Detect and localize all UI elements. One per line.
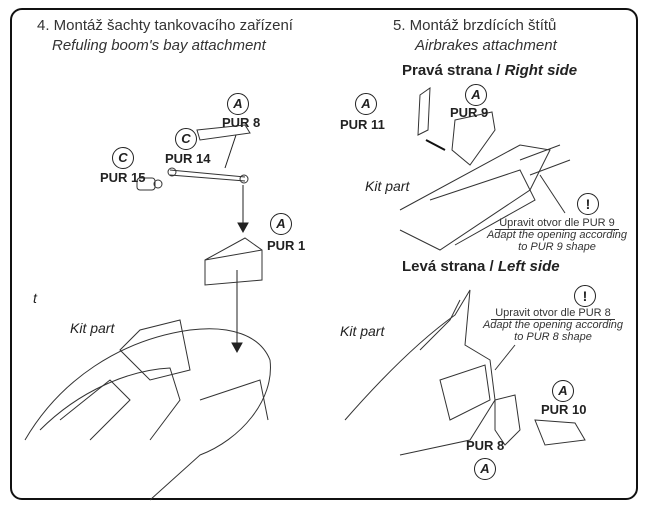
leader-line-right <box>539 174 566 214</box>
badge-a-icon: A <box>270 213 292 235</box>
edge-fragment: t <box>33 290 37 306</box>
heading-cz: Pravá strana / <box>402 62 501 79</box>
part-pur1-drawing <box>204 237 263 286</box>
note-en: to PUR 8 shape <box>514 331 592 343</box>
step5-subtitle: Airbrakes attachment <box>415 37 557 54</box>
note-cz: Upravit otvor dle PUR 9 <box>495 217 619 230</box>
part-label-pur1: PUR 1 <box>267 238 306 253</box>
left-side-heading: Levá strana / Left side <box>402 258 560 275</box>
kit-aircraft-left <box>24 319 271 501</box>
warning-icon: ! <box>574 285 596 307</box>
part-pur8-airbrake-drawing <box>494 394 521 446</box>
heading-cz: Levá strana / <box>402 258 494 275</box>
part-label-pur8: PUR 8 <box>222 115 261 130</box>
kit-aircraft-right <box>399 144 571 251</box>
badge-a-icon: A <box>227 93 249 115</box>
badge-a-icon: A <box>465 84 487 106</box>
badge-a-icon: A <box>355 93 377 115</box>
leader-line-left <box>494 344 516 371</box>
part-label-pur8: PUR 8 <box>466 438 505 453</box>
assembly-arrows <box>224 134 249 354</box>
part-label-pur9: PUR 9 <box>450 105 489 120</box>
kit-aircraft-left-side <box>344 289 496 456</box>
left-note: Upravit otvor dle PUR 8 Adapt the openin… <box>478 307 628 343</box>
heading-en: Left side <box>497 258 560 275</box>
heading-en: Right side <box>504 62 578 79</box>
badge-a-icon: A <box>552 380 574 402</box>
note-en: to PUR 9 shape <box>518 241 596 253</box>
part-pur9-drawing <box>451 111 496 166</box>
part-pur15-drawing <box>136 177 163 191</box>
step5-title: 5. Montáž brzdících štítů <box>393 17 557 34</box>
part-label-pur10: PUR 10 <box>541 402 587 417</box>
part-label-pur14: PUR 14 <box>165 151 211 166</box>
warning-icon: ! <box>577 193 599 215</box>
note-cz: Upravit otvor dle PUR 8 <box>491 307 615 320</box>
note-en: Adapt the opening according <box>482 319 624 331</box>
badge-a-icon: A <box>474 458 496 480</box>
right-side-heading: Pravá strana / Right side <box>402 62 577 79</box>
step4-subtitle: Refuling boom's bay attachment <box>52 37 266 54</box>
instruction-frame <box>10 8 638 500</box>
kit-part-label: Kit part <box>340 323 385 339</box>
kit-part-label: Kit part <box>70 320 115 336</box>
right-note: Upravit otvor dle PUR 9 Adapt the openin… <box>482 217 632 253</box>
part-pur10-drawing <box>534 419 586 446</box>
part-pur11-drawing <box>417 87 446 151</box>
part-pur8-drawing <box>196 124 251 141</box>
part-label-pur11: PUR 11 <box>340 117 385 132</box>
part-pur14-rod <box>167 167 249 184</box>
note-en: Adapt the opening according <box>486 229 628 241</box>
kit-part-label: Kit part <box>365 178 410 194</box>
badge-c-icon: C <box>175 128 197 150</box>
step4-title: 4. Montáž šachty tankovacího zařízení <box>37 17 293 34</box>
badge-c-icon: C <box>112 147 134 169</box>
part-label-pur15: PUR 15 <box>100 170 146 185</box>
